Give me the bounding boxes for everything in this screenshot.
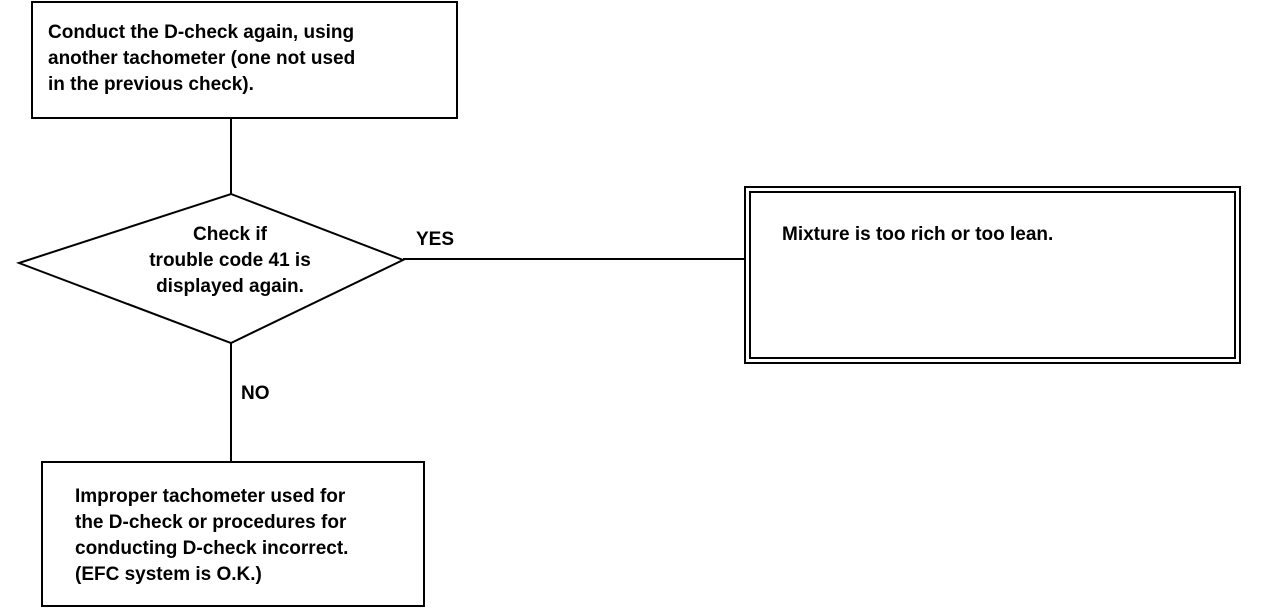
step-box-text: Conduct the D-check again, using another… — [48, 22, 356, 95]
no-result-text: Improper tachometer used for the D-check… — [75, 486, 349, 585]
decision-text: Check if trouble code 41 is displayed ag… — [149, 224, 311, 297]
yes-result-text: Mixture is too rich or too lean. — [782, 224, 1054, 245]
step-box — [31, 1, 458, 119]
yes-label: YES — [416, 229, 455, 250]
no-result-box — [41, 461, 425, 607]
yes-result-inner-border — [749, 191, 1236, 359]
yes-result-box — [744, 186, 1241, 364]
no-label: NO — [241, 383, 270, 404]
